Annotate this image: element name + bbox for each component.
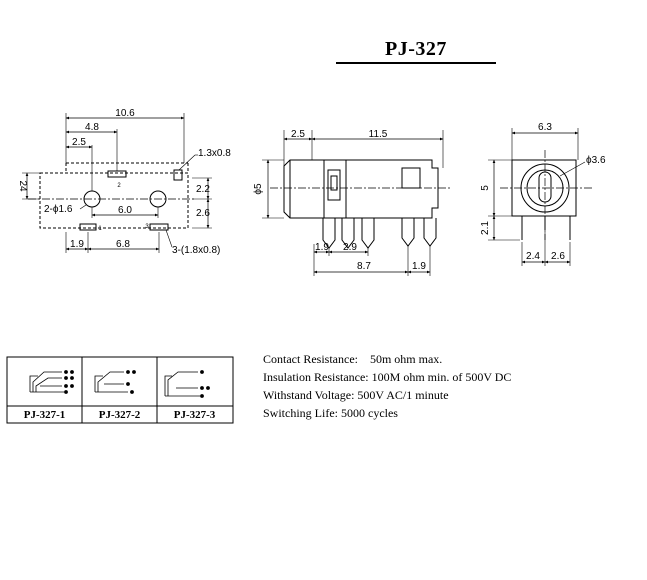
side-view-ring xyxy=(323,159,347,219)
holes-label: 2-ϕ1.6 xyxy=(44,204,73,215)
side-dim-body-length: 11.5 xyxy=(369,129,388,140)
side-pin-3 xyxy=(361,218,375,249)
title-underline xyxy=(336,62,496,64)
drawing-title: PJ-327 xyxy=(385,38,447,60)
side-dim-1-9-a: 1.9 xyxy=(315,242,329,253)
dim-overall-length: 10.6 xyxy=(115,108,135,119)
front-dim-leg: 2.1 xyxy=(480,221,491,235)
spec-insulation-resistance: Insulation Resistance: 100M ohm min. of … xyxy=(263,370,512,384)
dim-24: 24 xyxy=(17,180,28,192)
schematic-pj-327-1 xyxy=(29,370,74,394)
variant-label-2: PJ-327-2 xyxy=(98,409,141,421)
front-dim-width: 6.3 xyxy=(538,122,552,133)
side-dim-2-9: 2.9 xyxy=(343,242,357,253)
dim-2-6: 2.6 xyxy=(196,208,210,219)
side-dim-1-9-b: 1.9 xyxy=(412,261,426,272)
front-view xyxy=(488,128,592,266)
side-pin-2 xyxy=(341,218,355,249)
pin-label-3: 3 xyxy=(145,224,149,230)
side-view-labels: 2.5 11.5 ϕ5 1.9 2.9 8.7 1.9 xyxy=(253,129,426,272)
dim-4-8: 4.8 xyxy=(85,122,99,133)
front-dim-hole: ϕ3.6 xyxy=(586,155,606,166)
schematic-pj-327-3 xyxy=(164,370,210,398)
front-dim-2-6: 2.6 xyxy=(551,251,565,262)
dim-2-2: 2.2 xyxy=(196,184,210,195)
side-view-tab xyxy=(401,167,421,189)
spec-withstand-voltage: Withstand Voltage: 500V AC/1 minute xyxy=(263,388,449,402)
top-view-body xyxy=(39,172,189,229)
front-dim-height: 5 xyxy=(480,185,491,191)
dim-1-9: 1.9 xyxy=(70,239,84,250)
schematic-pj-327-2 xyxy=(94,370,136,394)
variant-table xyxy=(6,356,234,424)
side-pin-5 xyxy=(423,218,437,247)
slots-label: 3-(1.8x0.8) xyxy=(172,245,220,256)
side-dim-diameter: ϕ5 xyxy=(253,183,264,195)
side-dim-2-5: 2.5 xyxy=(291,129,305,140)
spec-switching-life: Switching Life: 5000 cycles xyxy=(263,406,398,420)
pad-3 xyxy=(149,223,169,231)
variant-label-3: PJ-327-3 xyxy=(173,409,216,421)
variant-label-1: PJ-327-1 xyxy=(23,409,66,421)
dim-6-8: 6.8 xyxy=(116,239,130,250)
front-dim-2-4: 2.4 xyxy=(526,251,540,262)
pin-label-1: 1 xyxy=(98,226,102,232)
pad-lug xyxy=(173,169,183,181)
side-view-body xyxy=(283,159,439,219)
side-pin-4 xyxy=(401,218,415,247)
dim-2-5: 2.5 xyxy=(72,137,86,148)
pad-1 xyxy=(79,223,97,231)
top-view-labels: 10.6 4.8 2.5 1.3x0.8 24 2.2 2.6 2-ϕ1.6 6… xyxy=(17,108,231,256)
side-dim-8-7: 8.7 xyxy=(357,261,371,272)
pad-2 xyxy=(107,170,127,178)
side-view xyxy=(262,130,452,276)
front-view-labels: 6.3 ϕ3.6 5 2.1 2.4 2.6 xyxy=(480,122,606,262)
top-view xyxy=(22,113,212,253)
variant-labels: PJ-327-1 PJ-327-2 PJ-327-3 xyxy=(7,357,233,423)
specifications: Contact Resistance: 50m ohm max. Insulat… xyxy=(263,350,511,422)
spec-contact-resistance: Contact Resistance: 50m ohm max. xyxy=(263,352,443,366)
dim-hole-pitch: 6.0 xyxy=(118,205,132,216)
lug-size-label: 1.3x0.8 xyxy=(198,148,231,159)
pin-label-2: 2 xyxy=(117,183,121,189)
